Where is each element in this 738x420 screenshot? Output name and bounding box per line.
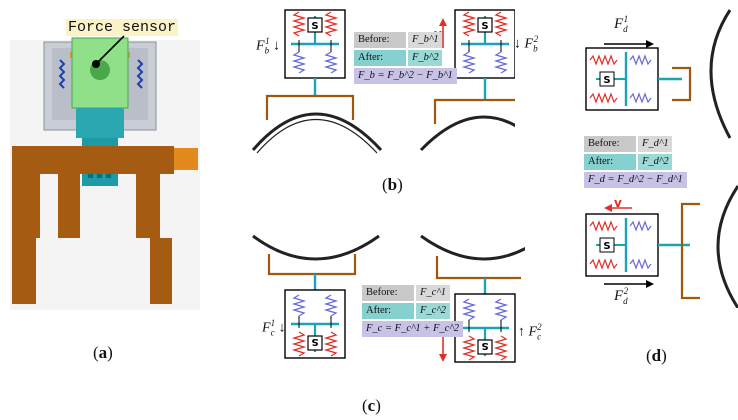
- svg-text:S: S: [603, 75, 610, 86]
- panel-d-diagram: S S: [585, 9, 738, 308]
- force-label-d-bottom: Fd2: [614, 286, 629, 306]
- force-sensor-label: Force sensor: [66, 19, 179, 36]
- panel-c-diagram: [252, 234, 525, 364]
- force-label-d-top: Fd1: [614, 14, 629, 34]
- svg-text:S: S: [603, 241, 610, 252]
- force-sensor-pointer: [92, 35, 125, 68]
- panel-b-diagram: [251, 8, 515, 154]
- panel-b-table: Before:F_b^1 After:F_b^2 F_b = F_b^2 − F…: [354, 32, 457, 86]
- caption-d: (d): [646, 346, 667, 365]
- panel-c-table: Before:F_c^1 After:F_c^2 F_c = F_c^1 + F…: [362, 285, 464, 339]
- force-label-c-before: Fc1 ↓: [262, 318, 286, 338]
- caption-a: (a): [93, 343, 113, 362]
- caption-b: (b): [382, 175, 403, 194]
- motion-arrow-d: v: [614, 196, 622, 210]
- force-label-b-before: Fb1 ↓: [256, 36, 281, 56]
- gripper-cad-illustration: [10, 37, 200, 310]
- force-label-c-after: ↑ Fc2: [518, 322, 542, 342]
- force-label-b-after: ↓ Fb2: [514, 34, 539, 54]
- caption-c: (c): [362, 396, 381, 415]
- panel-d-table: Before:F_d^1 After:F_d^2 F_d = F_d^2 − F…: [584, 136, 687, 190]
